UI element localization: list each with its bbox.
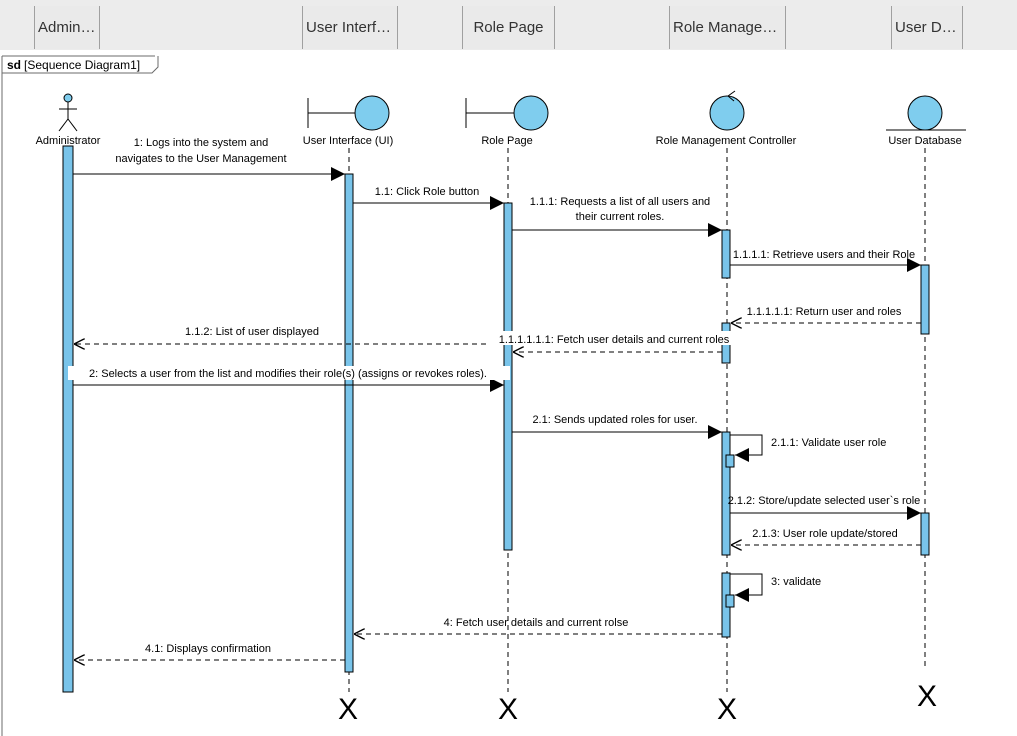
activation-bar (62, 145, 74, 693)
message[interactable]: 1: Logs into the system and navigates to… (73, 137, 345, 181)
boundary-icon (307, 95, 390, 131)
boundary-icon (465, 95, 549, 131)
lifeline-name-user-database: User Database (888, 135, 961, 147)
lifeline-header-bar: Admini... User Interfa... Role Page Role… (0, 0, 1017, 50)
lifeline-name-administrator: Administrator (36, 135, 101, 147)
message-label: 1: Logs into the system and (134, 137, 269, 149)
lifeline-name-role-page: Role Page (481, 135, 532, 147)
message[interactable]: 2.1.1: Validate user role (730, 434, 886, 462)
message-label: 2: Selects a user from the list and modi… (89, 368, 487, 380)
message-label: navigates to the User Management (115, 153, 286, 165)
messages: 1: Logs into the system and navigates to… (68, 137, 921, 660)
message[interactable]: 3: validate (730, 573, 821, 602)
message-label: 2.1.1: Validate user role (771, 437, 886, 449)
message-label: their current roles. (576, 211, 665, 223)
message-label: 1.1.1: Requests a list of all users and (530, 196, 710, 208)
message[interactable]: 1.1.1.1.1.1: Fetch user details and curr… (490, 331, 738, 352)
activation-bar (725, 594, 735, 608)
activation-bar (920, 512, 930, 556)
header-tab-user-interface[interactable]: User Interfa... (302, 6, 398, 49)
header-tab-administrator[interactable]: Admini... (34, 6, 100, 49)
message-label: 2.1.2: Store/update selected user`s role (728, 495, 921, 507)
destruction-marks: X X X X (338, 680, 937, 726)
activation-bar (920, 264, 930, 335)
lifeline-dashes (67, 148, 926, 692)
activation-bar (721, 431, 731, 556)
header-tab-role-page[interactable]: Role Page (462, 6, 555, 49)
frame-keyword: sd (7, 58, 21, 72)
message[interactable]: 4: Fetch user details and current rolse (354, 617, 722, 634)
message-label: 2.1: Sends updated roles for user. (532, 414, 697, 426)
message[interactable]: 1.1.1: Requests a list of all users and … (512, 196, 722, 237)
activation-bar (725, 454, 735, 468)
message[interactable]: 1.1: Click Role button (353, 186, 504, 210)
message[interactable]: 2.1.3: User role update/stored (731, 528, 921, 545)
header-tab-user-database[interactable]: User Da... (891, 6, 963, 49)
message[interactable]: 1.1.1.1: Retrieve users and their Role (730, 249, 921, 272)
control-icon (709, 90, 745, 131)
activation-bar (344, 173, 354, 673)
message[interactable]: 1.1.1.1.1: Return user and roles (731, 306, 921, 323)
destroy-mark: X (338, 693, 358, 726)
message-label: 1.1.2: List of user displayed (185, 326, 319, 338)
message-label: 1.1.1.1: Retrieve users and their Role (733, 249, 915, 261)
message-label: 2.1.3: User role update/stored (752, 528, 898, 540)
message-label: 1.1: Click Role button (375, 186, 480, 198)
message-label: 4.1: Displays confirmation (145, 643, 271, 655)
message[interactable]: 1.1.2: List of user displayed (74, 326, 504, 344)
message-label: 3: validate (771, 576, 821, 588)
destroy-mark: X (498, 693, 518, 726)
frame-title: [Sequence Diagram1] (24, 58, 140, 72)
message[interactable]: 2.1: Sends updated roles for user. (512, 414, 722, 439)
message[interactable]: 4.1: Displays confirmation (74, 643, 345, 660)
message-label: 4: Fetch user details and current rolse (444, 617, 629, 629)
entity-icon (886, 95, 966, 131)
header-tab-role-management[interactable]: Role Managem... (669, 6, 786, 49)
activation-bars (62, 145, 930, 693)
destroy-mark: X (717, 693, 737, 726)
lifeline-name-user-interface: User Interface (UI) (303, 135, 393, 147)
frame-label: sd[Sequence Diagram1] (7, 58, 140, 72)
message-label: 1.1.1.1.1.1: Fetch user details and curr… (499, 334, 730, 346)
diagram-frame: sd[Sequence Diagram1] (1, 55, 159, 736)
message[interactable]: 2: Selects a user from the list and modi… (68, 366, 510, 392)
message-label: 1.1.1.1.1: Return user and roles (747, 306, 902, 318)
destroy-mark: X (917, 680, 937, 713)
lifeline-name-role-management-controller: Role Management Controller (656, 135, 797, 147)
activation-bar (721, 229, 731, 279)
actor-icon (58, 93, 78, 132)
message[interactable]: 2.1.2: Store/update selected user`s role (728, 495, 921, 520)
